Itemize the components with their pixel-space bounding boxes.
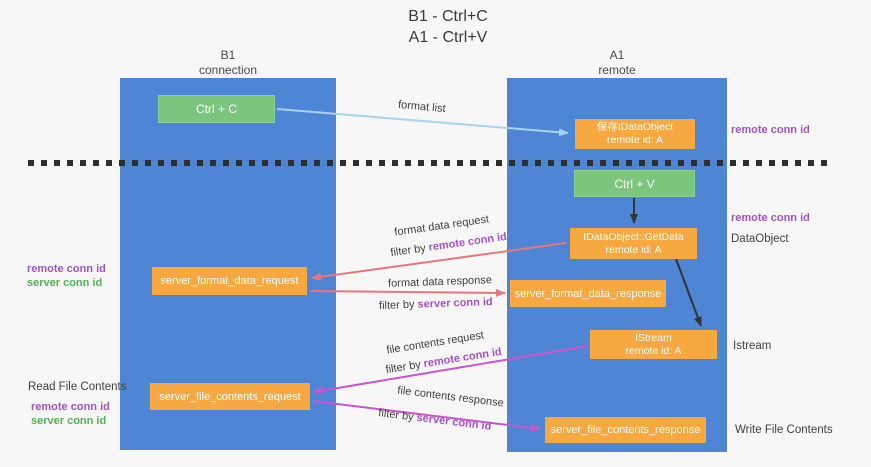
remote-conn-id-text: remote conn id	[31, 401, 110, 413]
node-ctrl-c: Ctrl + C	[158, 95, 275, 123]
istream-line2: remote id: A	[625, 344, 682, 357]
remote-conn-id-text: remote conn id	[731, 212, 810, 224]
left-lane-name: B1	[220, 48, 236, 62]
label-format-list: format list	[398, 99, 447, 115]
title-line-2: A1 - Ctrl+V	[408, 29, 488, 46]
filter-by-text: filter by	[377, 407, 415, 424]
node-server-file-contents-response: server_file_contents_response	[545, 417, 706, 443]
title-line-1: B1 - Ctrl+C	[408, 8, 488, 25]
annotation-dataobject: DataObject	[731, 233, 789, 245]
istream-line1: IStream	[635, 331, 672, 344]
ctrl-v-label: Ctrl + V	[614, 176, 655, 191]
annotation-left-conn-ids-bottom: remote conn id server conn id	[31, 400, 110, 428]
format-data-response-text: format data response	[387, 274, 493, 290]
server-conn-id-text: server conn id	[417, 296, 493, 311]
read-file-contents-text: Read File Contents	[28, 381, 127, 393]
right-lane-name: A1	[609, 48, 625, 62]
remote-conn-id-text: remote conn id	[731, 124, 810, 136]
diagram-title: B1 - Ctrl+C A1 - Ctrl+V	[348, 6, 548, 48]
server-file-contents-request-label: server_file_contents_request	[159, 390, 301, 403]
save-dataobject-line2: remote id: A	[606, 134, 664, 146]
left-lane-role: connection	[198, 63, 258, 77]
node-idataobject-getdata: IDataObject::GetData remote id: A	[570, 228, 697, 259]
server-format-data-request-label: server_format_data_request	[160, 275, 299, 287]
annotation-read-file-contents: Read File Contents	[28, 381, 126, 393]
save-dataobject-line1: 保存IDataObject	[596, 121, 674, 133]
filter-by-text: filter by	[378, 298, 415, 312]
dataobject-text: DataObject	[731, 233, 789, 245]
remote-conn-id-text: remote conn id	[422, 345, 503, 371]
right-lane-role: remote	[598, 63, 636, 77]
label-file-contents-response: file contents response	[397, 385, 505, 410]
server-conn-id-text: server conn id	[31, 415, 107, 427]
node-istream: IStream remote id: A	[590, 330, 717, 359]
server-file-contents-response-label: server_file_contents_response	[550, 424, 701, 436]
write-file-contents-text: Write File Contents	[735, 424, 833, 436]
filter-by-text: filter by	[384, 358, 422, 377]
annotation-remote-conn-id-top: remote conn id	[731, 123, 810, 137]
remote-conn-id-text: remote conn id	[427, 230, 508, 254]
getdata-line1: IDataObject::GetData	[583, 230, 684, 243]
server-conn-id-text: server conn id	[415, 411, 492, 433]
annotation-left-conn-ids-top: remote conn id server conn id	[27, 262, 106, 290]
left-lane-header: B1 connection	[120, 48, 336, 78]
ctrl-c-label: Ctrl + C	[195, 102, 237, 116]
server-format-data-response-label: server_format_data_response	[514, 287, 662, 300]
remote-conn-id-text: remote conn id	[27, 263, 106, 275]
node-server-file-contents-request: server_file_contents_request	[150, 383, 310, 410]
arrow-format-data-response	[310, 288, 506, 297]
filter-by-text: filter by	[389, 242, 427, 260]
annotation-remote-conn-id-mid: remote conn id	[731, 211, 810, 225]
server-conn-id-text: server conn id	[27, 277, 103, 289]
right-lane-header: A1 remote	[507, 48, 727, 78]
annotation-write-file-contents: Write File Contents	[735, 424, 833, 436]
node-ctrl-v: Ctrl + V	[574, 170, 695, 197]
format-list-text: format list	[397, 98, 447, 116]
file-contents-response-text: file contents response	[396, 384, 505, 410]
phase-divider-dashed-line	[28, 160, 834, 166]
node-server-format-data-response: server_format_data_response	[510, 280, 666, 307]
istream-text: Istream	[733, 340, 772, 352]
label-format-data-response: format data response	[388, 274, 492, 290]
getdata-line2: remote id: A	[605, 243, 662, 256]
annotation-istream: Istream	[733, 340, 771, 352]
node-server-format-data-request: server_format_data_request	[152, 267, 307, 295]
node-save-dataobject: 保存IDataObject remote id: A	[575, 119, 695, 149]
